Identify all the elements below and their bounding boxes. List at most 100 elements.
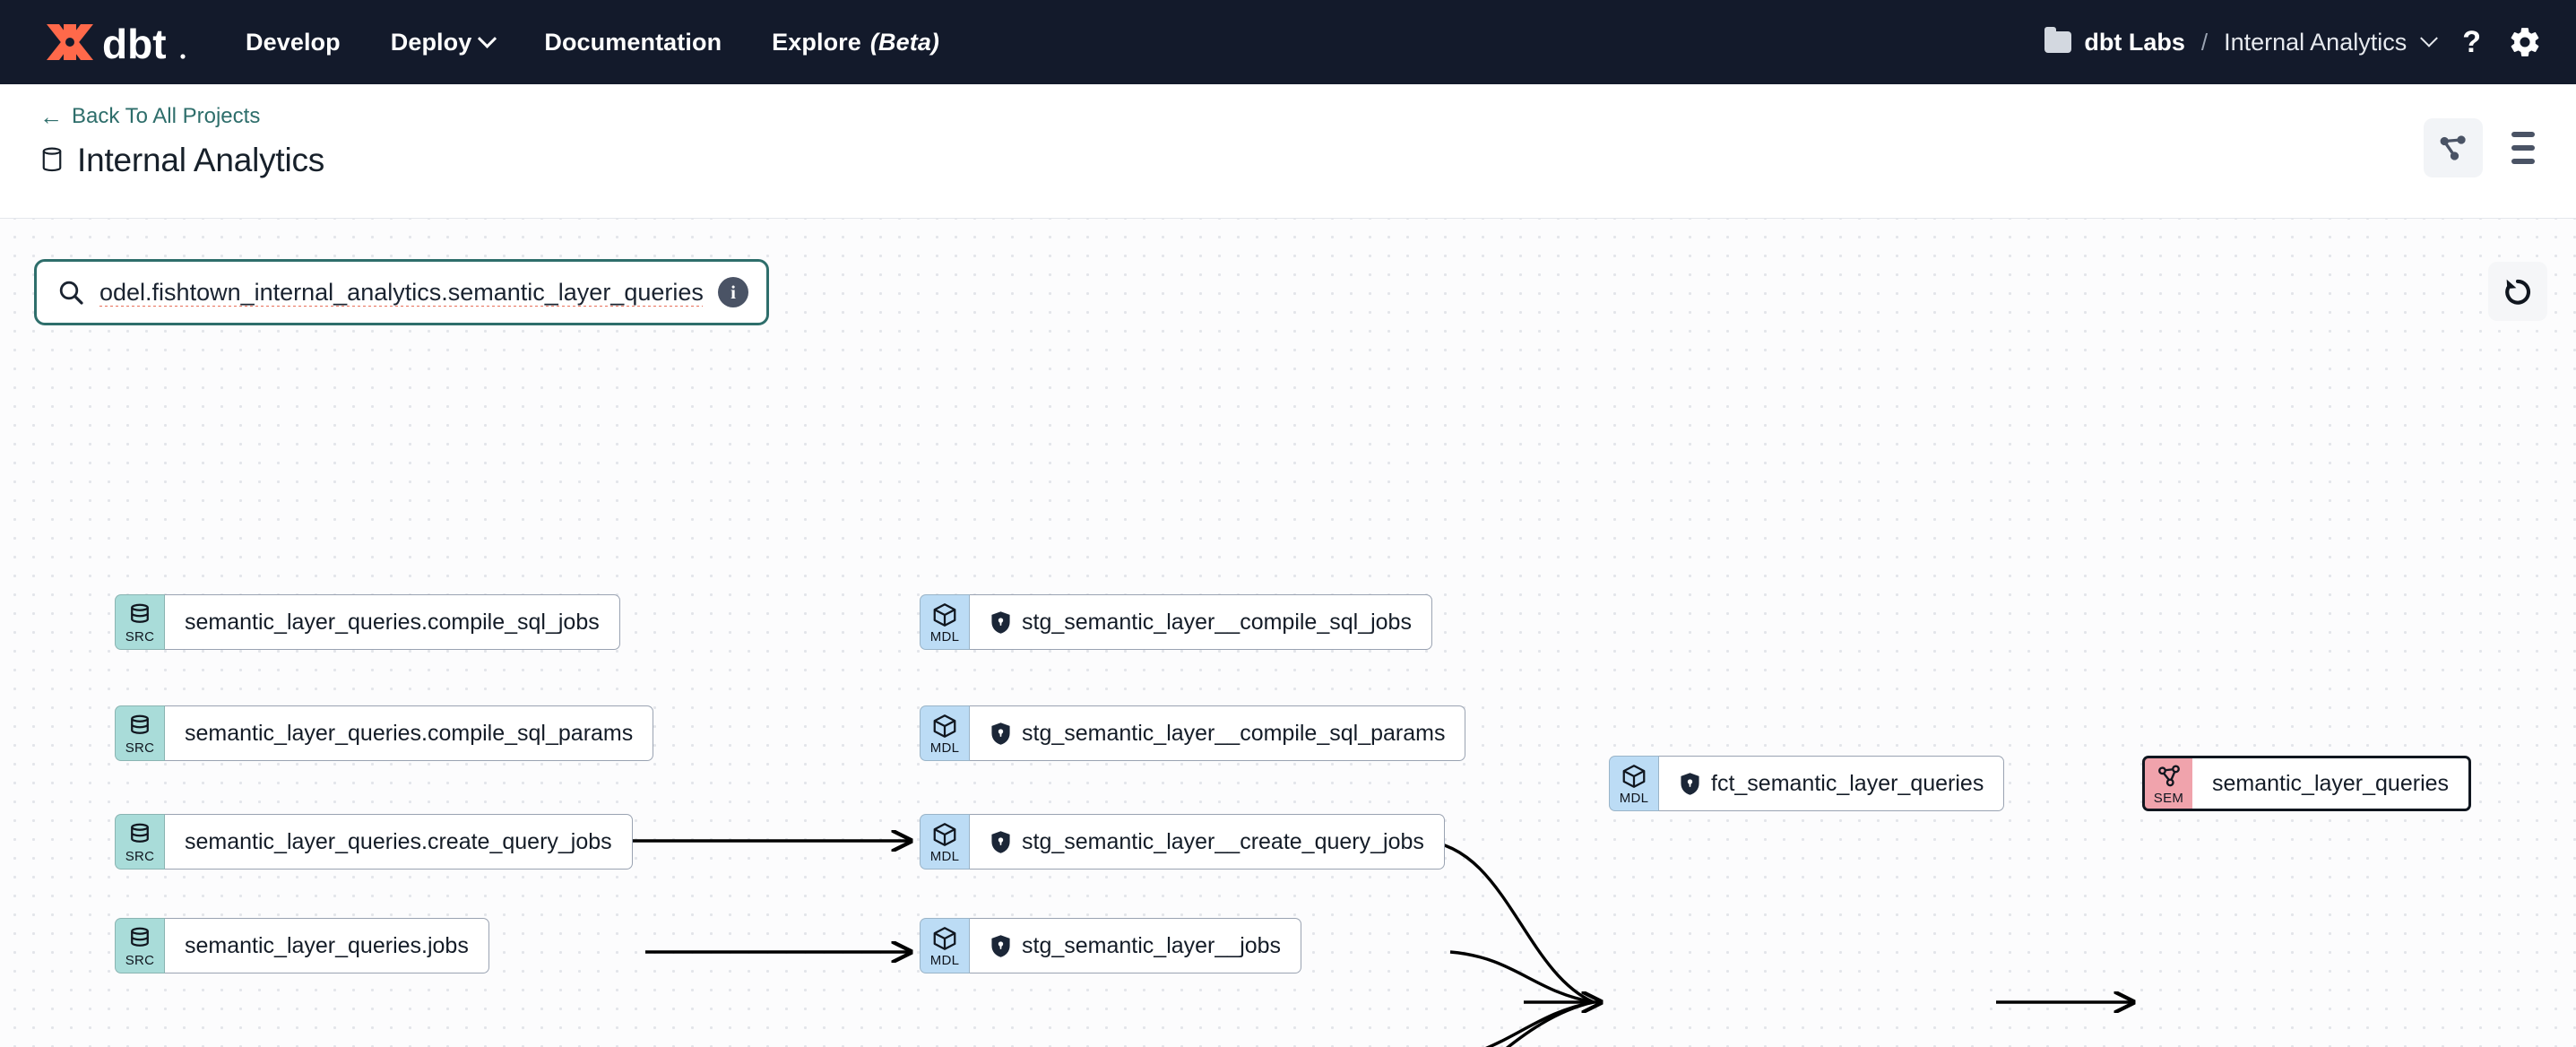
node-body[interactable]: stg_semantic_layer__compile_sql_params	[970, 705, 1466, 761]
dbt-logo[interactable]: dbt	[39, 19, 190, 65]
node-type-badge-src: SRC	[115, 705, 165, 761]
database-icon	[42, 147, 62, 172]
lineage-node-mdl1[interactable]: MDL stg_semantic_layer__compile_sql_jobs	[920, 594, 1432, 650]
private-shield-icon	[991, 722, 1010, 745]
node-label: semantic_layer_queries.jobs	[185, 932, 469, 958]
view-toggle-group	[2424, 118, 2544, 177]
primary-nav-links: Develop Deploy Documentation Explore (Be…	[246, 29, 939, 56]
back-to-all-projects-link[interactable]: ← Back To All Projects	[39, 104, 260, 129]
node-type-badge-mdl: MDL	[920, 594, 970, 650]
lineage-node-sem[interactable]: SEM semantic_layer_queries	[2142, 756, 2472, 811]
node-type-label: SRC	[125, 952, 155, 968]
hamburger-line	[2511, 132, 2535, 137]
chevron-down-icon	[478, 29, 497, 48]
network-icon	[2156, 763, 2183, 790]
lineage-node-src4[interactable]: SRC semantic_layer_queries.jobs	[115, 918, 489, 973]
cube-icon	[931, 713, 958, 740]
breadcrumb-separator: /	[2200, 28, 2209, 56]
page-title: Internal Analytics	[77, 142, 325, 178]
help-button[interactable]: ?	[2462, 27, 2481, 57]
gear-icon	[2511, 28, 2539, 56]
node-type-badge-src: SRC	[115, 594, 165, 650]
nav-label-explore: Explore	[772, 28, 861, 56]
node-type-badge-mdl: MDL	[920, 705, 970, 761]
folder-icon	[2044, 27, 2072, 53]
lineage-node-src1[interactable]: SRC semantic_layer_queries.compile_sql_jo…	[115, 594, 620, 650]
settings-button[interactable]	[2508, 25, 2542, 59]
top-navigation-bar: dbt Develop Deploy Documentation Explore…	[0, 0, 2576, 84]
nav-label-documentation: Documentation	[544, 28, 722, 56]
node-type-label: MDL	[929, 740, 960, 756]
node-type-label: MDL	[1619, 790, 1649, 806]
lineage-node-mdl2[interactable]: MDL stg_semantic_layer__compile_sql_param…	[920, 705, 1466, 761]
nav-item-documentation[interactable]: Documentation	[544, 29, 722, 56]
node-body[interactable]: fct_semantic_layer_queries	[1659, 756, 2005, 811]
database-icon	[126, 925, 153, 952]
chevron-down-icon	[2420, 29, 2439, 48]
nav-label-develop: Develop	[246, 28, 341, 56]
node-body[interactable]: semantic_layer_queries	[2192, 756, 2472, 811]
nav-item-develop[interactable]: Develop	[246, 29, 341, 56]
node-type-badge-src: SRC	[115, 918, 165, 973]
node-type-badge-mdl: MDL	[920, 814, 970, 870]
node-body[interactable]: semantic_layer_queries.jobs	[165, 918, 489, 973]
lineage-node-src3[interactable]: SRC semantic_layer_queries.create_query_j…	[115, 814, 633, 870]
node-label: semantic_layer_queries.compile_sql_param…	[185, 720, 634, 746]
private-shield-icon	[991, 610, 1010, 634]
search-box[interactable]: odel.fishtown_internal_analytics.semanti…	[34, 259, 769, 325]
node-type-label: MDL	[929, 952, 960, 968]
node-body[interactable]: stg_semantic_layer__compile_sql_jobs	[970, 594, 1432, 650]
node-type-label: SRC	[125, 848, 155, 864]
lineage-node-fct[interactable]: MDL fct_semantic_layer_queries	[1609, 756, 2005, 811]
list-view-button[interactable]	[2503, 123, 2544, 173]
hamburger-line	[2511, 145, 2535, 151]
cube-icon	[1621, 763, 1647, 790]
org-project-breadcrumb[interactable]: dbt Labs / Internal Analytics	[2044, 27, 2439, 56]
node-label: fct_semantic_layer_queries	[1711, 770, 1984, 796]
private-shield-icon	[991, 934, 1010, 957]
node-label: stg_semantic_layer__compile_sql_jobs	[1022, 609, 1412, 635]
node-label: stg_semantic_layer__create_query_jobs	[1022, 828, 1424, 854]
database-icon	[126, 713, 153, 740]
node-type-label: SRC	[125, 628, 155, 645]
project-selector-label: Internal Analytics	[2224, 28, 2407, 56]
project-subheader: ← Back To All Projects Internal Analytic…	[0, 84, 2576, 219]
cube-icon	[931, 601, 958, 628]
cube-icon	[931, 821, 958, 848]
node-body[interactable]: semantic_layer_queries.compile_sql_param…	[165, 705, 654, 761]
private-shield-icon	[1681, 772, 1699, 795]
nav-item-deploy[interactable]: Deploy	[390, 28, 497, 56]
lineage-node-mdl3[interactable]: MDL stg_semantic_layer__create_query_jobs	[920, 814, 1445, 870]
nav-item-explore[interactable]: Explore (Beta)	[772, 29, 939, 56]
arrow-left-icon: ←	[39, 103, 63, 130]
lineage-canvas[interactable]: odel.fishtown_internal_analytics.semanti…	[0, 219, 2576, 1047]
node-label: semantic_layer_queries.create_query_jobs	[185, 828, 612, 854]
lineage-node-mdl4[interactable]: MDL stg_semantic_layer__jobs	[920, 918, 1302, 973]
nav-label-deploy: Deploy	[390, 28, 472, 56]
database-icon	[126, 821, 153, 848]
info-icon[interactable]: i	[718, 277, 748, 307]
node-label: semantic_layer_queries	[2212, 770, 2450, 796]
node-type-label: SRC	[125, 740, 155, 756]
reset-view-button[interactable]	[2488, 262, 2547, 321]
node-label: semantic_layer_queries.compile_sql_jobs	[185, 609, 600, 635]
node-body[interactable]: semantic_layer_queries.create_query_jobs	[165, 814, 633, 870]
back-link-label: Back To All Projects	[72, 104, 261, 128]
node-body[interactable]: semantic_layer_queries.compile_sql_jobs	[165, 594, 620, 650]
share-graph-icon	[2440, 135, 2466, 160]
node-body[interactable]: stg_semantic_layer__jobs	[970, 918, 1302, 973]
lineage-node-src2[interactable]: SRC semantic_layer_queries.compile_sql_pa…	[115, 705, 654, 761]
search-input[interactable]: odel.fishtown_internal_analytics.semanti…	[99, 278, 704, 306]
node-type-badge-mdl: MDL	[920, 918, 970, 973]
help-icon: ?	[2462, 25, 2481, 59]
undo-icon	[2505, 279, 2531, 305]
hamburger-line	[2511, 159, 2535, 164]
node-type-badge-mdl: MDL	[1609, 756, 1659, 811]
node-type-badge-sem: SEM	[2142, 756, 2192, 811]
node-body[interactable]: stg_semantic_layer__create_query_jobs	[970, 814, 1445, 870]
private-shield-icon	[991, 830, 1010, 853]
node-label: stg_semantic_layer__jobs	[1022, 932, 1282, 958]
page-title-row: Internal Analytics	[39, 142, 2542, 179]
lineage-view-button[interactable]	[2424, 118, 2483, 177]
nav-right-group: dbt Labs / Internal Analytics ?	[2044, 25, 2542, 59]
